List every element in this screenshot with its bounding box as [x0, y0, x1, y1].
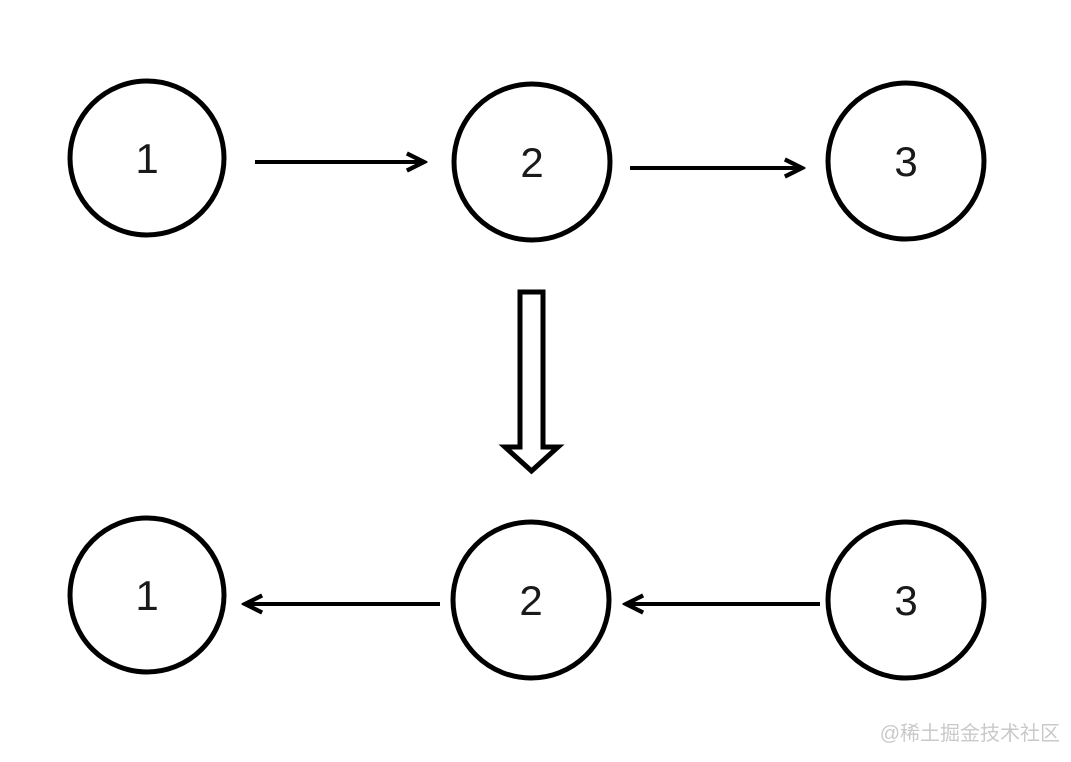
- node-label: 2: [520, 139, 543, 186]
- node-circle: [825, 519, 987, 681]
- node-circle: [67, 515, 227, 675]
- bottom-list: 1 2 3: [67, 515, 987, 681]
- watermark-text: @稀土掘金技术社区: [880, 722, 1060, 745]
- bottom-node-2: 2: [450, 519, 612, 681]
- node-label: 3: [894, 577, 917, 624]
- node-label: 1: [135, 135, 158, 182]
- node-label: 2: [519, 577, 542, 624]
- bottom-node-3: 3: [825, 519, 987, 681]
- node-label: 3: [894, 138, 917, 185]
- node-label: 1: [135, 572, 158, 619]
- top-node-1: 1: [67, 78, 227, 238]
- top-node-3: 3: [825, 80, 987, 242]
- down-arrow-icon: [498, 289, 565, 475]
- node-circle: [451, 81, 613, 243]
- node-circle: [67, 78, 227, 238]
- node-circle: [450, 519, 612, 681]
- node-circle: [825, 80, 987, 242]
- bottom-node-1: 1: [67, 515, 227, 675]
- top-list: 1 2 3: [67, 78, 987, 243]
- top-node-2: 2: [451, 81, 613, 243]
